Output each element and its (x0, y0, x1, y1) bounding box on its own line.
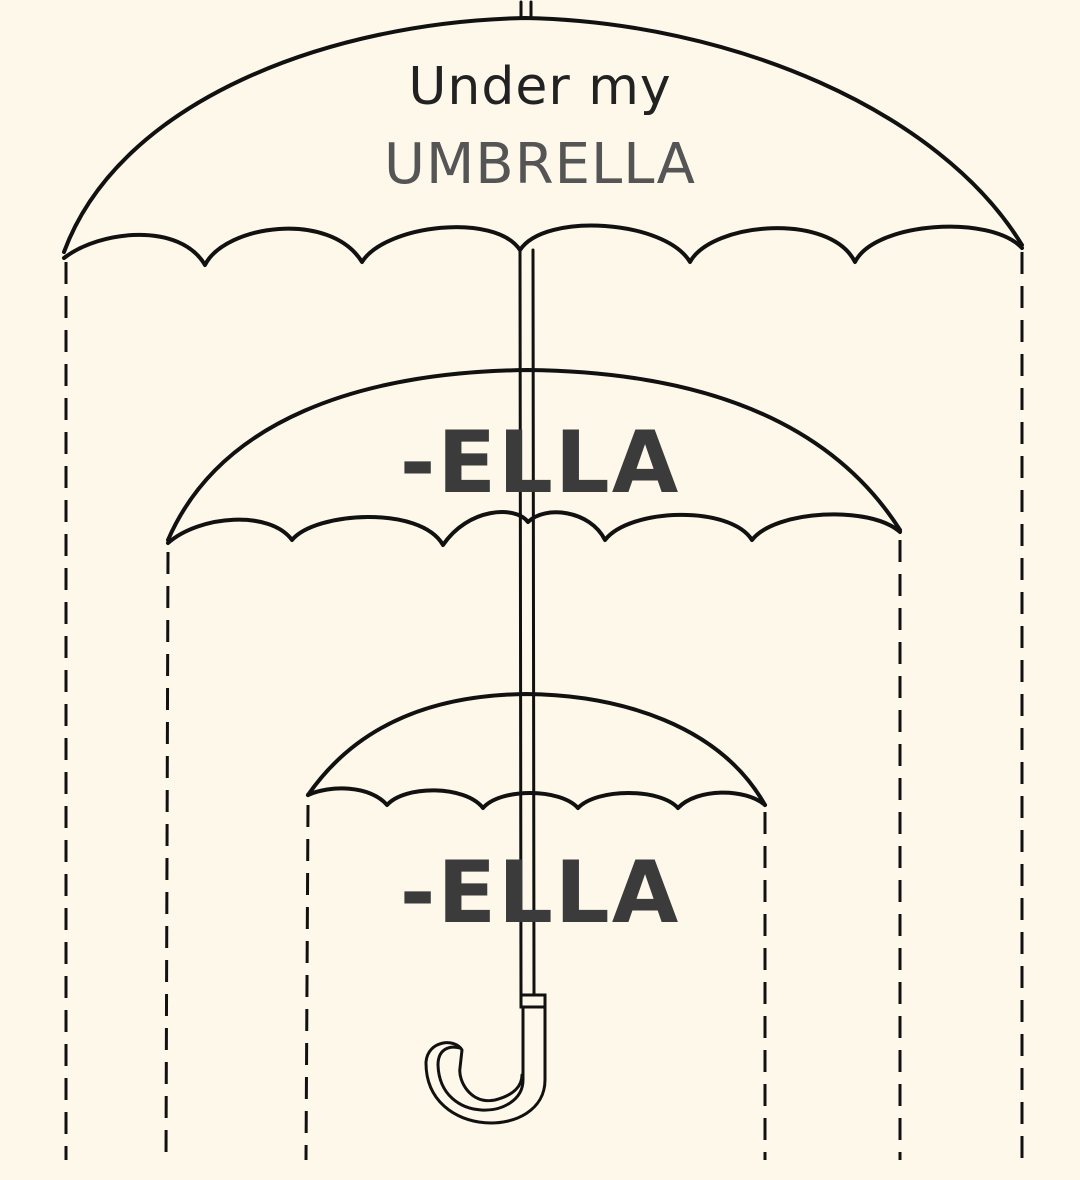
inner-ella-label: -ELLA (400, 843, 681, 943)
umbrella-handle (424, 993, 547, 1125)
umbrella-shaft (518, 0, 536, 1002)
title-line1: Under my (408, 57, 671, 117)
inner-umbrella: -ELLA (306, 692, 767, 943)
large-umbrella: Under my UMBRELLA (62, 16, 1024, 267)
middle-umbrella: -ELLA (166, 368, 902, 547)
title-line2: UMBRELLA (384, 132, 696, 197)
dashed-guide-lines (64, 252, 1024, 1161)
middle-ella-label: -ELLA (400, 413, 681, 513)
